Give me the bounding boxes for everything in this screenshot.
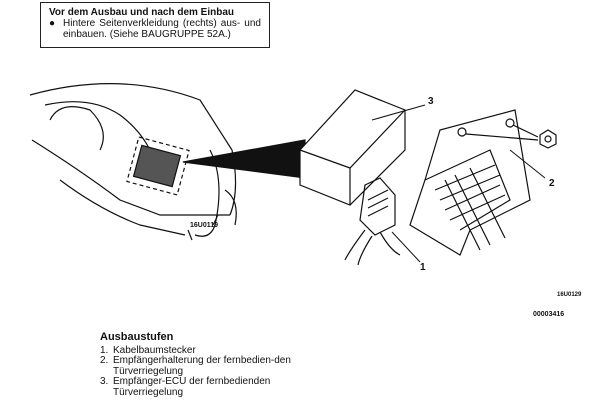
figure-code-right: 16U0129 xyxy=(557,292,582,298)
receiver-ecu-drawing xyxy=(299,89,406,266)
notice-box: Vor dem Ausbau und nach dem Einbau ● Hin… xyxy=(40,2,270,48)
steps-heading: Ausbaustufen xyxy=(100,331,174,343)
step-item: 3.Empfänger-ECU der fernbedienden Türver… xyxy=(100,376,271,398)
receiver-bracket-drawing xyxy=(409,109,557,256)
callout-3: 3 xyxy=(428,96,434,107)
callout-1: 1 xyxy=(420,262,426,273)
figure-code-left: 16U0119 xyxy=(190,222,219,229)
removal-steps: Ausbaustufen 1.Kabelbaumstecker 2.Empfän… xyxy=(100,332,310,398)
step-item: 2.Empfängerhalterung der fernbedien-den … xyxy=(100,355,291,377)
callout-2: 2 xyxy=(549,178,555,189)
step-item: 1.Kabelbaumstecker xyxy=(100,344,196,356)
notice-title: Vor dem Ausbau und nach dem Einbau xyxy=(49,7,235,18)
bullet-icon: ● xyxy=(49,18,56,29)
callout-leaders xyxy=(212,104,546,263)
vehicle-interior-drawing xyxy=(29,83,306,241)
notice-item: ● Hintere Seitenverkleidung (rechts) aus… xyxy=(49,18,261,40)
notice-text: Hintere Seitenverkleidung (rechts) aus- … xyxy=(63,18,261,40)
document-number: 00003416 xyxy=(533,311,565,318)
